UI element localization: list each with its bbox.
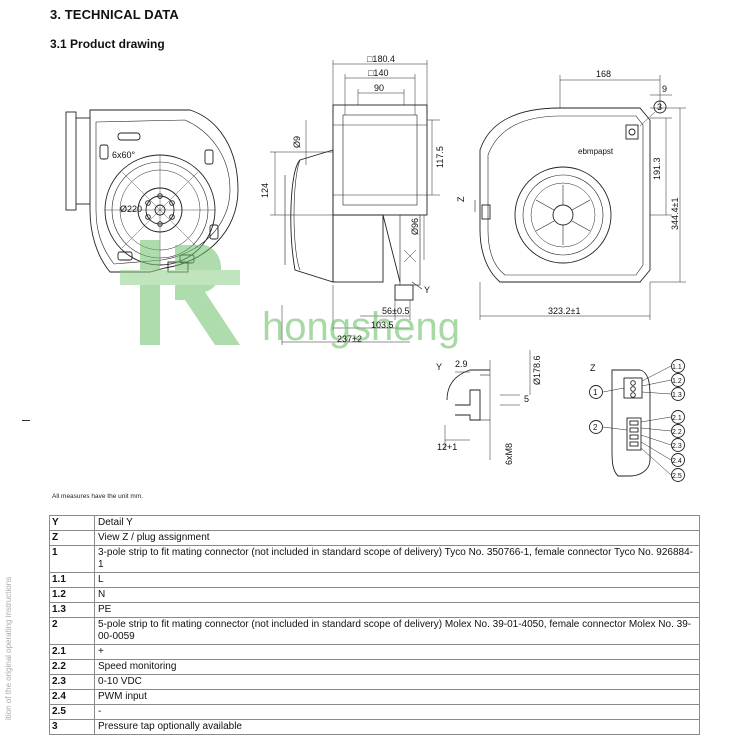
callout-2: 2 [593,423,598,432]
legend-value: L [94,572,700,588]
legend-value: N [94,587,700,603]
view-z-label: Z [590,363,596,373]
side-view [270,60,440,345]
dim-9: Ø9 [292,136,302,148]
legend-value: + [94,644,700,660]
brand-logo: ebmpapst [578,147,614,156]
dim-168: 168 [596,69,611,79]
view-z [589,359,685,482]
detail-y [444,350,531,460]
legend-key: 2.4 [49,689,95,705]
legend-row: 2.1+ [49,644,700,660]
legend-value: Pressure tap optionally available [94,719,700,735]
dim-1175: 117.5 [435,146,445,168]
subsection-heading: 3.1 Product drawing [50,37,165,51]
margin-mark [22,420,30,421]
label-z-arrow: Z [456,196,466,202]
pin-2-2: 2.2 [672,429,682,436]
legend-value: 3-pole strip to fit mating connector (no… [94,545,700,573]
section-heading: 3. TECHNICAL DATA [50,7,179,22]
legend-value: PWM input [94,689,700,705]
dim-56: 56±0.5 [382,306,409,316]
dim-29: 2.9 [455,359,468,369]
legend-key: Z [49,530,95,546]
dim-3444: 344.4±1 [670,198,680,230]
legend-key: 1.1 [49,572,95,588]
dim-237: 237±2 [337,334,362,344]
legend-value: 0-10 VDC [94,674,700,690]
dim-1035: 103.5 [371,320,394,330]
dim-1913: 191.3 [652,157,662,180]
dim-90: 90 [374,83,384,93]
label-y-arrow: Y [424,285,430,295]
pin-1-3: 1.3 [672,392,682,399]
legend-value: Detail Y [94,515,700,531]
legend-key: Y [49,515,95,531]
watermark-logo [120,240,240,345]
dim-140: □140 [368,68,388,78]
legend-value: PE [94,602,700,618]
dim-9b: 9 [662,84,667,94]
legend-key: 2.5 [49,704,95,720]
pin-2-5: 2.5 [672,473,682,480]
legend-value: View Z / plug assignment [94,530,700,546]
dim-220: Ø220 [120,204,142,214]
dim-5: 5 [524,394,529,404]
callout-3: 3 [657,102,662,112]
legend-key: 2.1 [49,644,95,660]
dim-12: 12+1 [437,442,457,452]
legend-value: Speed monitoring [94,659,700,675]
legend-key: 3 [49,719,95,735]
detail-y-label: Y [436,362,442,372]
dim-124: 124 [260,183,270,198]
legend-value: 5-pole strip to fit mating connector (no… [94,617,700,645]
callout-1: 1 [593,388,598,397]
legend-value: - [94,704,700,720]
legend-key: 2.2 [49,659,95,675]
legend-key: 1.2 [49,587,95,603]
legend-row: 2.5- [49,704,700,720]
dim-6x60: 6x60° [112,150,136,160]
dim-3232: 323.2±1 [548,306,580,316]
legend-key: 2 [49,617,95,645]
product-drawing: hongsheng □180.4 □140 90 Ø9 117.5 124 Ø9… [65,54,686,482]
pin-1-2: 1.2 [672,378,682,385]
legend-key: 2.3 [49,674,95,690]
dim-96: Ø96 [410,218,420,235]
dim-180: □180.4 [367,54,395,64]
legend-key: 1 [49,545,95,573]
legend-key: 1.3 [49,602,95,618]
side-text: ition of the original operating instruct… [4,576,13,720]
pin-2-3: 2.3 [672,443,682,450]
dim-1786: Ø178.6 [532,355,542,385]
rear-view [474,75,686,320]
dim-m8: 6xM8 [504,443,514,465]
pin-2-4: 2.4 [672,458,682,465]
pin-1-1: 1.1 [672,364,682,371]
watermark-text: hongsheng [262,305,460,349]
pin-2-1: 2.1 [672,415,682,422]
units-note: All measures have the unit mm. [52,493,144,500]
